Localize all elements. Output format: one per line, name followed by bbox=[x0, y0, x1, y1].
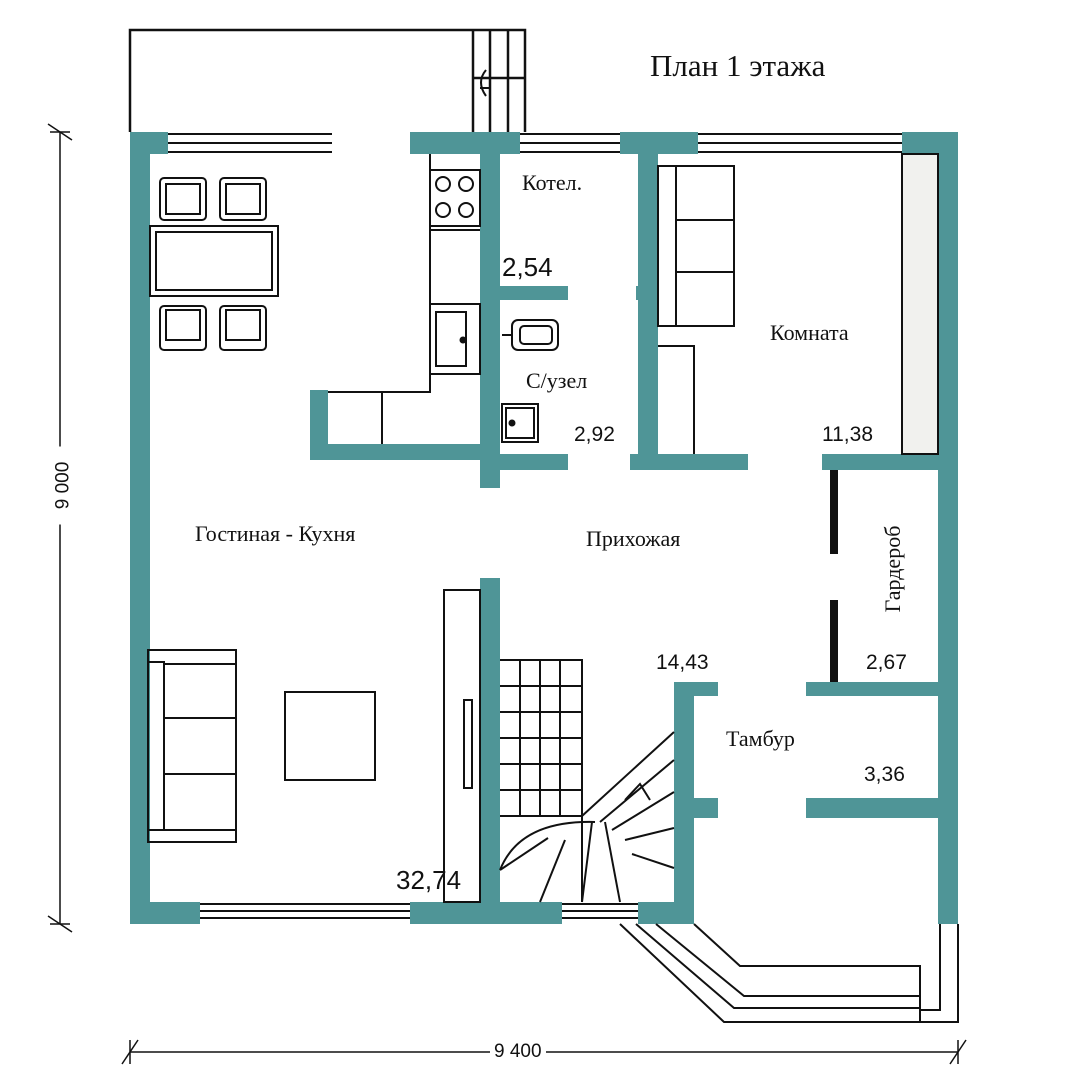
terrace-outline bbox=[128, 28, 527, 132]
porch-outline bbox=[619, 923, 959, 1023]
plan-title: План 1 этажа bbox=[650, 48, 826, 83]
sink-icon bbox=[429, 303, 481, 375]
sofa-icon bbox=[147, 649, 237, 843]
room-area-boiler: 2,54 bbox=[502, 252, 553, 282]
wardrobe-unit-icon bbox=[443, 589, 481, 903]
stove-icon bbox=[429, 169, 481, 227]
room-area-hallway: 14,43 bbox=[656, 651, 709, 674]
walls bbox=[130, 132, 958, 924]
dimension-height bbox=[47, 123, 73, 933]
closet-icon bbox=[657, 165, 735, 454]
stairs-icon bbox=[499, 659, 675, 903]
room-name-wardrobe: Гардероб bbox=[880, 525, 905, 613]
door-icon bbox=[830, 470, 838, 682]
bathroom-sink-icon bbox=[501, 403, 539, 443]
room-name-vestibule: Тамбур bbox=[726, 726, 795, 751]
dining-table-icon bbox=[149, 225, 279, 297]
room-name-hallway: Прихожая bbox=[586, 526, 681, 551]
kitchen-counter bbox=[328, 154, 480, 444]
window-icon bbox=[168, 133, 902, 919]
room-area-living-kitchen: 32,74 bbox=[396, 865, 462, 895]
room-area-room: 11,38 bbox=[822, 423, 873, 446]
toilet-icon bbox=[502, 319, 559, 351]
dimension-width-label: 9 400 bbox=[490, 1042, 546, 1061]
room-name-bathroom: С/узел bbox=[526, 368, 588, 393]
room-area-wardrobe: 2,67 bbox=[866, 651, 907, 674]
room-area-bathroom: 2,92 bbox=[574, 423, 615, 446]
terrace-door-icon bbox=[480, 69, 490, 97]
room-name-room: Комната bbox=[770, 320, 849, 345]
room-shelf bbox=[901, 153, 939, 455]
dimension-height-label: 9 000 bbox=[53, 446, 74, 525]
room-name-living-kitchen: Гостиная - Кухня bbox=[195, 521, 356, 546]
chair-icon bbox=[159, 177, 267, 351]
coffee-table-icon bbox=[284, 691, 376, 781]
room-area-vestibule: 3,36 bbox=[864, 763, 905, 786]
room-name-boiler: Котел. bbox=[522, 170, 583, 195]
